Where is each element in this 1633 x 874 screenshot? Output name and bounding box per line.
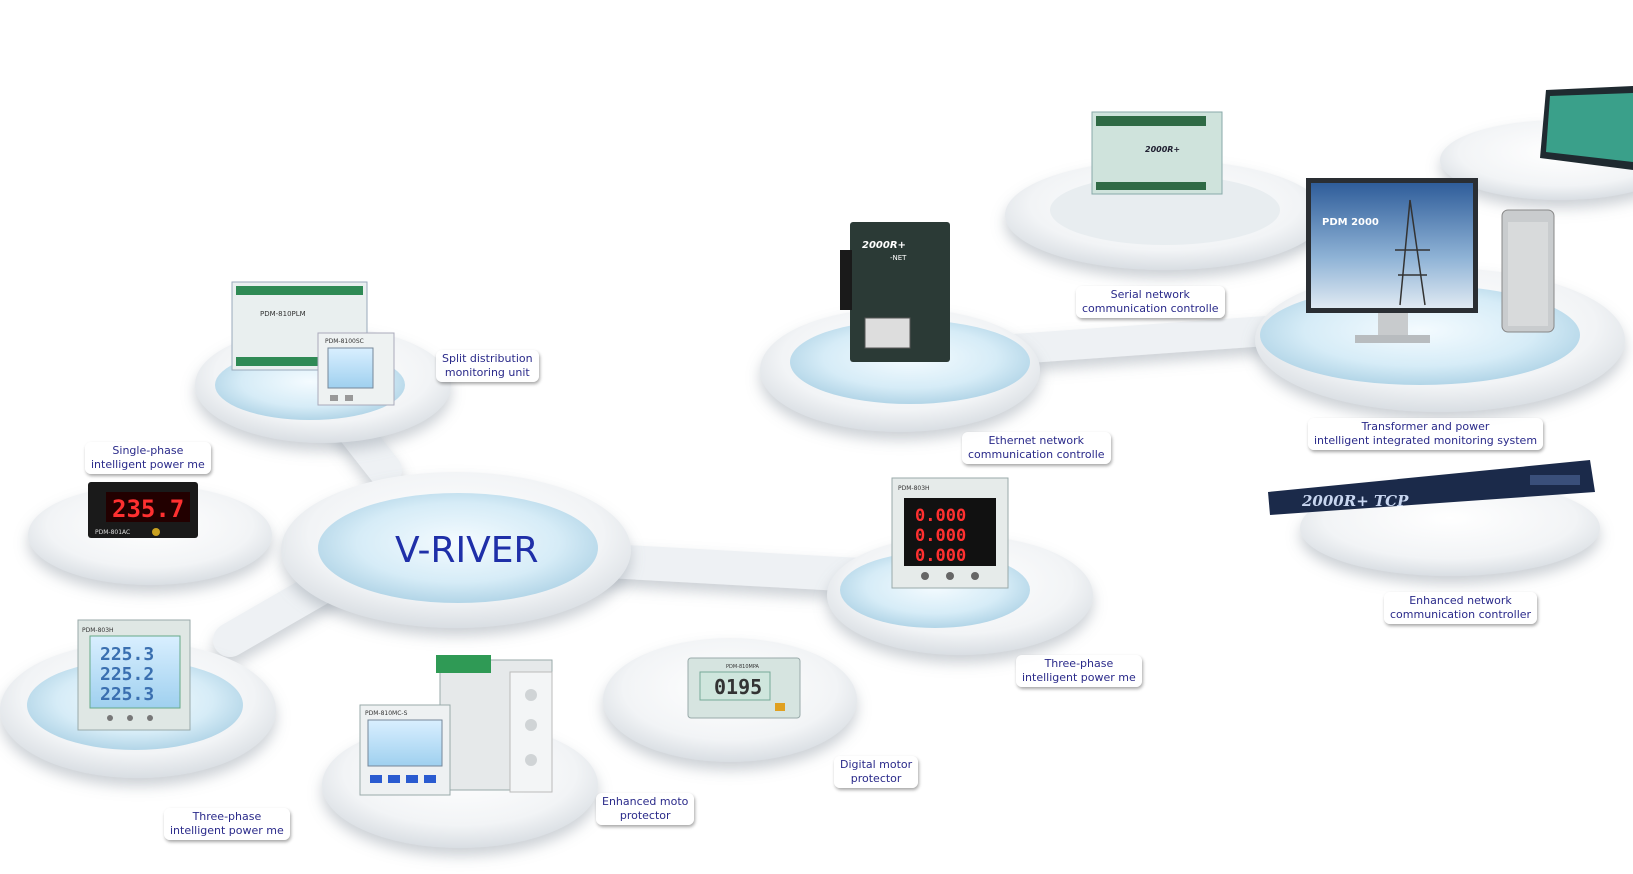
label-three-phase-right-line1: Three-phase <box>1044 657 1114 670</box>
three-phase-right-reading-2: 0.000 <box>915 526 966 546</box>
label-ethernet-line2: communication controlle <box>968 448 1105 461</box>
digital-motor-model: PDM-810MPA <box>726 664 760 670</box>
monitoring-screen-title: PDM 2000 <box>1322 217 1379 228</box>
ethernet-model-line1: 2000R+ <box>862 240 906 251</box>
label-split-distribution: Split distribution monitoring unit <box>436 350 539 382</box>
three-phase-left-reading-2: 225.2 <box>100 664 154 685</box>
label-serial: Serial network communication controlle <box>1076 286 1225 318</box>
three-phase-left-reading-1: 225.3 <box>100 644 154 665</box>
single-phase-model: PDM-801AC <box>95 529 130 536</box>
label-three-phase-left: Three-phase intelligent power me <box>164 808 290 840</box>
three-phase-right-model: PDM-803H <box>898 485 930 492</box>
label-digital-motor: Digital motor protector <box>834 756 919 788</box>
label-three-phase-left-line2: intelligent power me <box>170 824 284 837</box>
label-single-phase-line1: Single-phase <box>112 444 184 457</box>
label-monitoring-line2: intelligent integrated monitoring system <box>1314 434 1538 447</box>
three-phase-right-device: PDM-803H 0.000 0.000 0.000 <box>891 477 1009 589</box>
label-enhanced-motor: Enhanced moto protector <box>596 793 695 825</box>
enhanced-motor-model: PDM-810MC-S <box>365 710 408 717</box>
label-enhanced-motor-line1: Enhanced moto <box>602 795 689 808</box>
three-phase-left-model: PDM-803H <box>82 627 114 634</box>
enhanced-motor-device: PDM-810MC-S <box>359 655 553 796</box>
three-phase-right-reading-3: 0.000 <box>915 546 966 566</box>
label-ethernet-line1: Ethernet network <box>988 434 1085 447</box>
label-three-phase-right: Three-phase intelligent power me <box>1016 655 1142 687</box>
split-distribution-device: PDM-810PLM PDM-8100SC <box>231 281 395 406</box>
three-phase-right-reading-1: 0.000 <box>915 506 966 526</box>
label-single-phase: Single-phase intelligent power me <box>85 442 211 474</box>
single-phase-device: 235.7 PDM-801AC <box>88 482 198 538</box>
label-three-phase-right-line2: intelligent power me <box>1022 671 1136 684</box>
ethernet-controller-device: 2000R+ -NET <box>840 222 950 362</box>
digital-motor-reading: 0195 <box>714 675 762 699</box>
enhanced-network-device: 2000R+ TCP <box>1268 460 1595 515</box>
label-serial-line2: communication controlle <box>1082 302 1219 315</box>
label-enhanced-network: Enhanced network communication controlle… <box>1384 592 1538 624</box>
label-ethernet: Ethernet network communication controlle <box>962 432 1111 464</box>
serial-model: 2000R+ <box>1145 145 1180 154</box>
top-right-panel-device <box>1540 86 1633 170</box>
split-panel-model: PDM-8100SC <box>325 338 364 345</box>
label-enhanced-network-line1: Enhanced network <box>1409 594 1512 607</box>
label-serial-line1: Serial network <box>1110 288 1190 301</box>
serial-controller-device: 2000R+ <box>1091 111 1223 195</box>
single-phase-reading: 235.7 <box>112 495 184 523</box>
split-device-model: PDM-810PLM <box>260 310 306 318</box>
enhanced-network-model: 2000R+ TCP <box>1301 492 1409 510</box>
label-enhanced-motor-line2: protector <box>619 809 671 822</box>
label-digital-motor-line2: protector <box>850 772 902 785</box>
label-enhanced-network-line2: communication controller <box>1390 608 1532 621</box>
label-three-phase-left-line1: Three-phase <box>192 810 262 823</box>
pad-center <box>281 472 631 628</box>
digital-motor-device: PDM-810MPA 0195 <box>687 657 801 719</box>
label-single-phase-line2: intelligent power me <box>91 458 205 471</box>
label-split-distribution-line1: Split distribution <box>442 352 533 365</box>
label-split-distribution-line2: monitoring unit <box>444 366 530 379</box>
label-monitoring: Transformer and power intelligent integr… <box>1308 418 1544 450</box>
three-phase-left-device: PDM-803H 225.3 225.2 225.3 <box>77 619 191 731</box>
ethernet-model-line2: -NET <box>890 254 907 262</box>
label-digital-motor-line1: Digital motor <box>840 758 913 771</box>
three-phase-left-reading-3: 225.3 <box>100 684 154 705</box>
label-monitoring-line1: Transformer and power <box>1361 420 1490 433</box>
monitoring-system-device: PDM 2000 <box>1306 178 1555 343</box>
center-title: V-RIVER <box>395 530 539 571</box>
